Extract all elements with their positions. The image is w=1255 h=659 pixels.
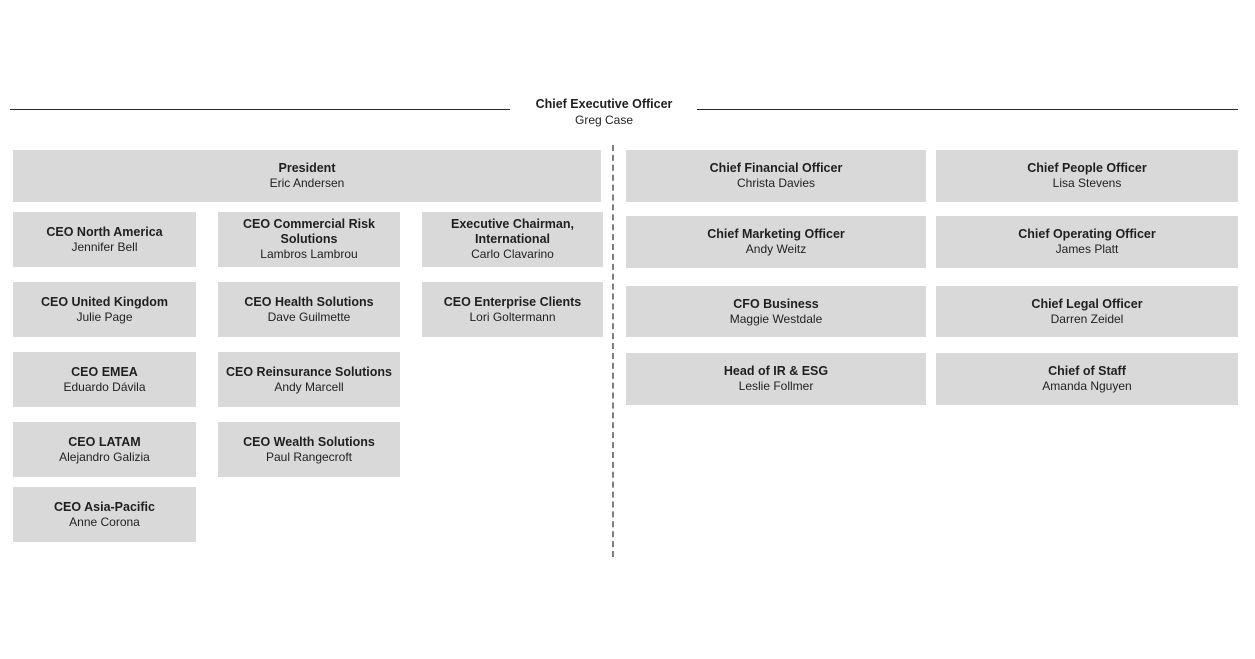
box-chief-people-officer: Chief People Officer Lisa Stevens: [936, 150, 1238, 202]
box-chief-legal-officer: Chief Legal Officer Darren Zeidel: [936, 286, 1238, 337]
role-title: CEO Reinsurance Solutions: [225, 364, 392, 379]
role-title: CEO Enterprise Clients: [443, 294, 582, 309]
role-title: Chief Legal Officer: [1031, 296, 1143, 311]
person-name: Christa Davies: [736, 176, 816, 190]
role-title: Chief of Staff: [1048, 364, 1126, 378]
box-ceo-emea: CEO EMEA Eduardo Dávila: [13, 352, 196, 407]
section-divider: [612, 145, 614, 557]
box-ceo-asia-pacific: CEO Asia-Pacific Anne Corona: [13, 487, 196, 542]
role-title: CEO LATAM: [68, 434, 141, 449]
ceo-header: Chief Executive Officer Greg Case: [504, 96, 704, 128]
person-name: Leslie Follmer: [738, 379, 814, 393]
person-name: Julie Page: [76, 309, 133, 324]
box-ceo-wealth-solutions: CEO Wealth Solutions Paul Rangecroft: [218, 422, 400, 477]
role-title: Chief People Officer: [1027, 161, 1147, 175]
box-ceo-latam: CEO LATAM Alejandro Galizia: [13, 422, 196, 477]
role-title: Chief Executive Officer: [535, 97, 673, 111]
box-ceo-north-america: CEO North America Jennifer Bell: [13, 212, 196, 267]
role-title: Chief Marketing Officer: [707, 227, 845, 241]
box-chief-financial-officer: Chief Financial Officer Christa Davies: [626, 150, 926, 202]
header-line-left: [10, 109, 510, 110]
role-title: CEO Asia-Pacific: [54, 499, 155, 514]
box-head-of-ir-esg: Head of IR & ESG Leslie Follmer: [626, 353, 926, 405]
role-title: CEO Wealth Solutions: [243, 434, 375, 449]
person-name: Dave Guilmette: [267, 309, 351, 324]
person-name: Jennifer Bell: [71, 239, 138, 254]
box-chief-operating-officer: Chief Operating Officer James Platt: [936, 216, 1238, 268]
role-title: CEO EMEA: [71, 364, 138, 379]
person-name: Paul Rangecroft: [265, 449, 353, 464]
role-title: CEO Health Solutions: [244, 294, 374, 309]
role-title: CEO North America: [46, 224, 163, 239]
person-name: Amanda Nguyen: [1042, 379, 1132, 393]
person-name: Lisa Stevens: [1052, 176, 1122, 190]
role-title: Chief Financial Officer: [709, 161, 843, 175]
box-ceo-reinsurance-solutions: CEO Reinsurance Solutions Andy Marcell: [218, 352, 400, 407]
role-title: CEO United Kingdom: [40, 294, 169, 309]
box-chief-of-staff: Chief of Staff Amanda Nguyen: [936, 353, 1238, 405]
role-title: President: [278, 161, 336, 175]
role-title: CEO Commercial Risk Solutions: [243, 217, 375, 246]
role-title: CFO Business: [733, 296, 819, 311]
person-name: Andy Weitz: [745, 242, 807, 256]
person-name: Alejandro Galizia: [59, 449, 150, 464]
box-executive-chairman-international: Executive Chairman, International Carlo …: [422, 212, 603, 267]
person-name: Eduardo Dávila: [63, 379, 146, 394]
box-cfo-business: CFO Business Maggie Westdale: [626, 286, 926, 337]
box-ceo-enterprise-clients: CEO Enterprise Clients Lori Goltermann: [422, 282, 603, 337]
box-chief-marketing-officer: Chief Marketing Officer Andy Weitz: [626, 216, 926, 268]
person-name: James Platt: [1055, 242, 1119, 256]
person-name: Greg Case: [574, 113, 634, 127]
person-name: Maggie Westdale: [729, 311, 823, 326]
person-name: Carlo Clavarino: [471, 247, 554, 261]
box-ceo-commercial-risk: CEO Commercial Risk Solutions Lambros La…: [218, 212, 400, 267]
box-president: President Eric Andersen: [13, 150, 601, 202]
header-line-right: [697, 109, 1238, 110]
person-name: Lori Goltermann: [469, 309, 556, 324]
role-title: Head of IR & ESG: [723, 364, 829, 378]
person-name: Lambros Lambrou: [260, 247, 358, 261]
role-title: Executive Chairman, International: [451, 217, 574, 246]
box-ceo-health-solutions: CEO Health Solutions Dave Guilmette: [218, 282, 400, 337]
box-ceo-united-kingdom: CEO United Kingdom Julie Page: [13, 282, 196, 337]
person-name: Darren Zeidel: [1050, 311, 1124, 326]
person-name: Anne Corona: [69, 514, 140, 529]
role-title: Chief Operating Officer: [1018, 227, 1156, 241]
person-name: Andy Marcell: [274, 379, 344, 394]
person-name: Eric Andersen: [269, 176, 345, 190]
